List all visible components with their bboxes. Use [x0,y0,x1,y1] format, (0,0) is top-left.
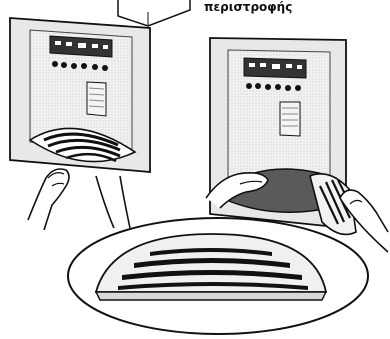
right-dispenser-paddle [280,102,300,136]
left-hand [28,169,69,230]
left-display-panel [50,36,112,57]
top-partial-object [118,0,190,26]
right-display-panel [244,58,306,78]
left-dispenser-panel [10,18,150,230]
left-dispenser-paddle [87,82,106,116]
